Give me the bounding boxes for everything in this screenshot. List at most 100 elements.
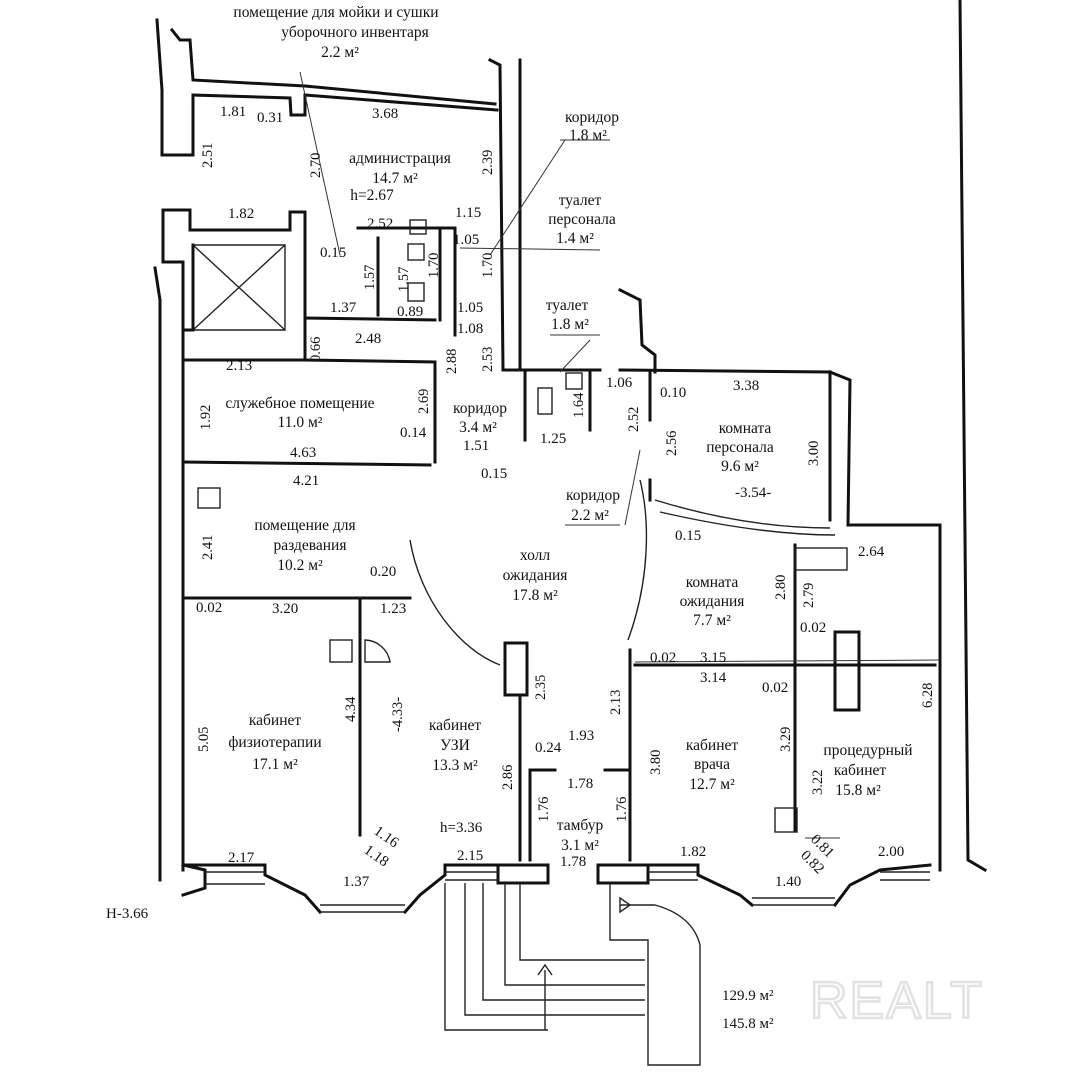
dim-label: 4.34 <box>343 696 359 722</box>
dim-label: 0.02 <box>650 650 676 666</box>
level-mark: Н-3.66 <box>106 906 149 922</box>
dim-label: 0.31 <box>257 110 283 126</box>
dim-label: 1.15 <box>455 205 481 221</box>
dim-label: 2.69 <box>416 389 432 414</box>
dim-label: 3.20 <box>272 601 298 617</box>
dim-label: 1.81 <box>220 104 246 120</box>
dim-label: 2.53 <box>480 347 496 372</box>
dim-label: 0.15 <box>675 528 701 544</box>
dim-label: 0.66 <box>308 337 324 362</box>
dim-label: 1.76 <box>536 797 552 822</box>
dim-label: 0.24 <box>535 740 562 756</box>
dim-label: 2.00 <box>878 844 904 860</box>
dim-label: 3.14 <box>700 670 727 686</box>
dim-label: 2.13 <box>608 690 624 715</box>
dim-label: 2.35 <box>533 675 549 700</box>
dim-label: -3.54- <box>735 485 771 501</box>
dim-label: 0.10 <box>660 385 686 401</box>
dim-label: 1.05 <box>457 300 483 316</box>
dim-label: h=3.36 <box>440 820 483 836</box>
dim-label: 0.15 <box>481 466 507 482</box>
dim-label: 4.63 <box>290 445 316 461</box>
dim-label: 1.57 <box>362 265 378 290</box>
dim-label: 1.06 <box>606 375 633 391</box>
dim-label: 2.17 <box>228 850 255 866</box>
dim-label: 2.64 <box>858 544 885 560</box>
dim-label: 1.70 <box>480 253 496 278</box>
dim-label: 1.78 <box>560 854 586 870</box>
dim-label: 2.39 <box>480 150 496 175</box>
dim-label: 2.41 <box>200 535 216 560</box>
dim-label: 0.15 <box>320 245 346 261</box>
dim-label: 2.56 <box>664 431 680 456</box>
leader-lines <box>299 71 941 839</box>
dim-label: 3.00 <box>806 441 822 466</box>
dim-label: -4.33- <box>390 697 406 732</box>
dim-label: 1.37 <box>330 300 357 316</box>
dim-label: 2.15 <box>457 848 483 864</box>
dim-label: 2.52 <box>367 216 393 232</box>
dim-label: 1.82 <box>680 844 706 860</box>
dim-label: 2.88 <box>444 349 460 374</box>
dim-label: 1.08 <box>457 321 483 337</box>
living-area: 129.9 м² <box>722 988 774 1004</box>
dim-label: 1.76 <box>614 797 630 822</box>
dim-label: 3.22 <box>810 770 826 795</box>
realt-watermark: REALT <box>810 972 984 1030</box>
dim-label: 3.68 <box>372 106 398 122</box>
dim-label: 1.92 <box>198 405 214 430</box>
dim-label: 0.02 <box>196 600 222 616</box>
dim-label: 2.80 <box>773 575 789 600</box>
dim-label: 2.13 <box>226 358 252 374</box>
dim-label: 1.40 <box>775 874 801 890</box>
dim-label: 1.82 <box>228 206 254 222</box>
dim-label: 1.70 <box>426 253 442 278</box>
dim-label: 2.51 <box>200 143 216 168</box>
walls <box>153 0 988 1066</box>
dim-label: 2.52 <box>626 407 642 432</box>
dim-label: 3.15 <box>700 650 726 666</box>
dim-label: 1.78 <box>567 776 593 792</box>
dim-label: 0.14 <box>400 425 427 441</box>
total-area: 145.8 м² <box>722 1016 774 1032</box>
dim-label: 2.79 <box>801 583 817 608</box>
dim-label: 2.48 <box>355 331 381 347</box>
dim-label: 1.23 <box>380 601 406 617</box>
dim-label: 2.70 <box>308 153 324 178</box>
dim-label: 0.89 <box>397 304 423 320</box>
dim-label: 0.20 <box>370 564 396 580</box>
dim-label: 1.25 <box>540 431 566 447</box>
dim-label: 3.80 <box>648 750 664 775</box>
dim-label: 3.38 <box>733 378 759 394</box>
dim-label: 5.05 <box>196 727 212 752</box>
dim-label: 4.21 <box>293 473 319 489</box>
dim-label: 1.37 <box>343 874 370 890</box>
dim-label: 1.93 <box>568 728 594 744</box>
dim-label: 1.64 <box>571 392 587 418</box>
dim-label: 0.02 <box>800 620 826 636</box>
dim-label: 1.05 <box>453 232 479 248</box>
dim-label: 1.51 <box>463 438 489 454</box>
dim-label: 2.86 <box>500 765 516 790</box>
dim-label: 6.28 <box>920 683 936 708</box>
dim-label: 3.29 <box>778 727 794 752</box>
